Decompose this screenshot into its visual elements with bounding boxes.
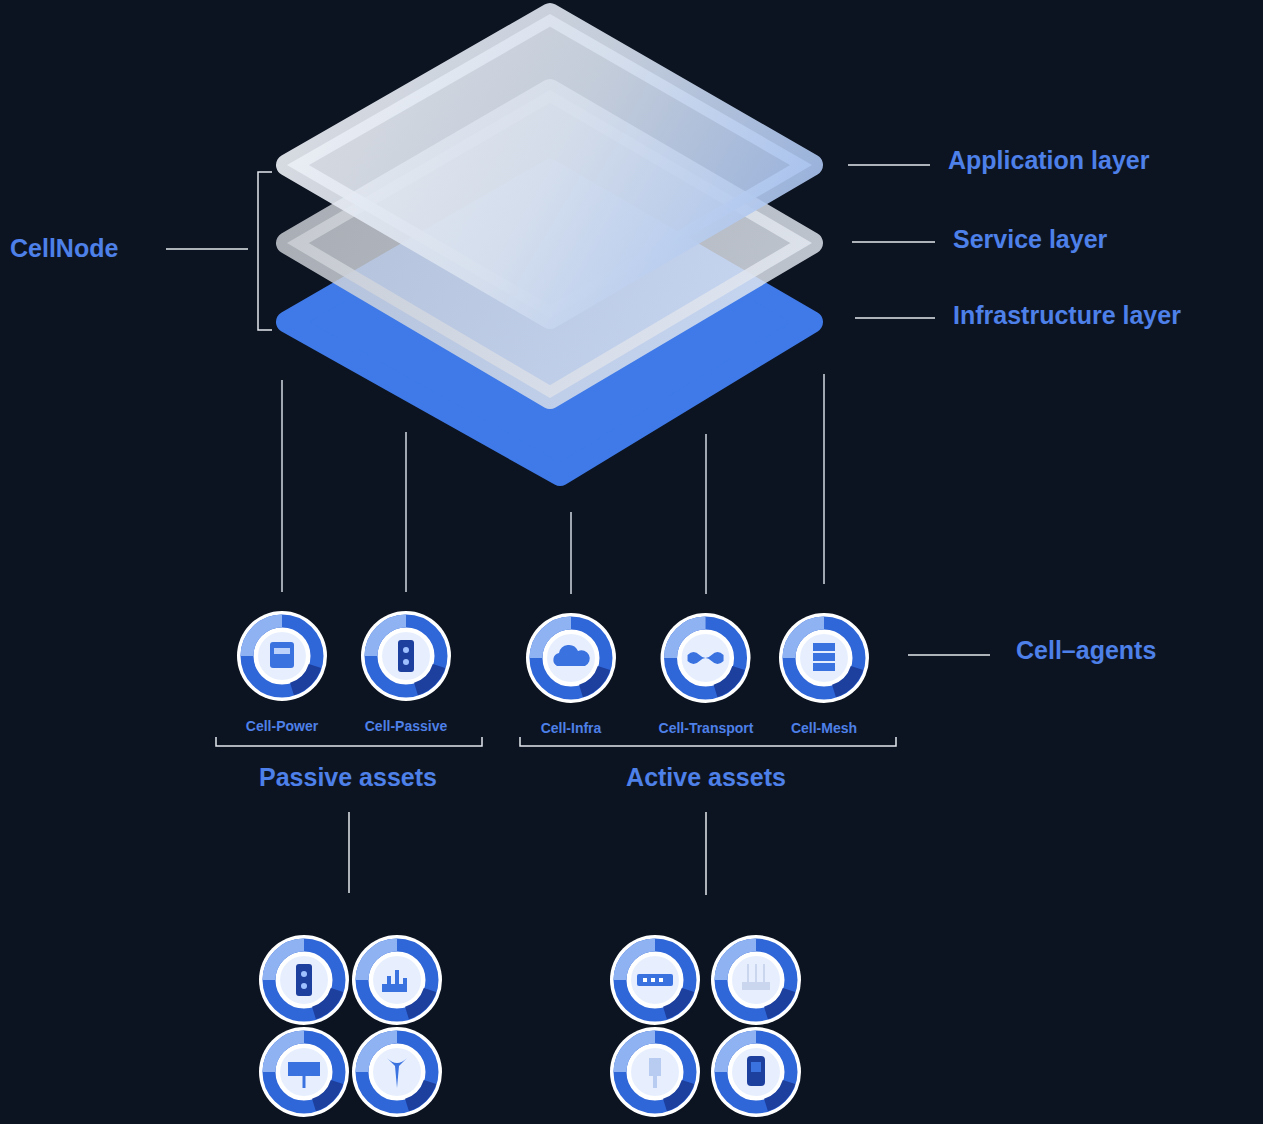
application-layer: [287, 14, 812, 318]
agent-icon: [660, 612, 752, 704]
agent-icon: [778, 612, 870, 704]
agent-icon: [236, 610, 328, 702]
ring-icon: [259, 1027, 349, 1117]
agent-label: Cell-Transport: [659, 720, 754, 736]
agent-icon: [360, 610, 452, 702]
ring-icon: [526, 613, 616, 703]
layer-label: Application layer: [948, 147, 1149, 175]
agent-node: Cell-Passive: [360, 610, 452, 734]
leader-lines: [166, 165, 990, 895]
agent-label: Cell-Power: [246, 718, 318, 734]
ring-icon: [661, 613, 751, 703]
ring-icon: [259, 935, 349, 1025]
ring-icon: [779, 613, 869, 703]
layer-stack: [287, 14, 812, 475]
agent-node: Cell-Transport: [659, 612, 754, 736]
group-label: Passive assets: [259, 764, 437, 792]
agent-node: Cell-Power: [236, 610, 328, 734]
agent-label: Cell-Passive: [365, 718, 448, 734]
group-label: Cell–agents: [1016, 637, 1156, 665]
ring-icon: [610, 935, 700, 1025]
agent-node: Cell-Mesh: [778, 612, 870, 736]
layer-label: Service layer: [953, 226, 1107, 254]
ring-icon: [237, 611, 327, 701]
agent-icon: [525, 612, 617, 704]
agent-node: Cell-Infra: [525, 612, 617, 736]
group-label: CellNode: [10, 235, 118, 263]
layer-label: Infrastructure layer: [953, 302, 1181, 330]
ring-icon: [711, 935, 801, 1025]
ring-icon: [361, 611, 451, 701]
ring-icon: [352, 935, 442, 1025]
agent-label: Cell-Infra: [541, 720, 602, 736]
asset-icons: [259, 935, 801, 1117]
ring-icon: [610, 1027, 700, 1117]
ring-icon: [352, 1027, 442, 1117]
agent-label: Cell-Mesh: [791, 720, 857, 736]
ring-icon: [711, 1027, 801, 1117]
group-label: Active assets: [626, 764, 786, 792]
